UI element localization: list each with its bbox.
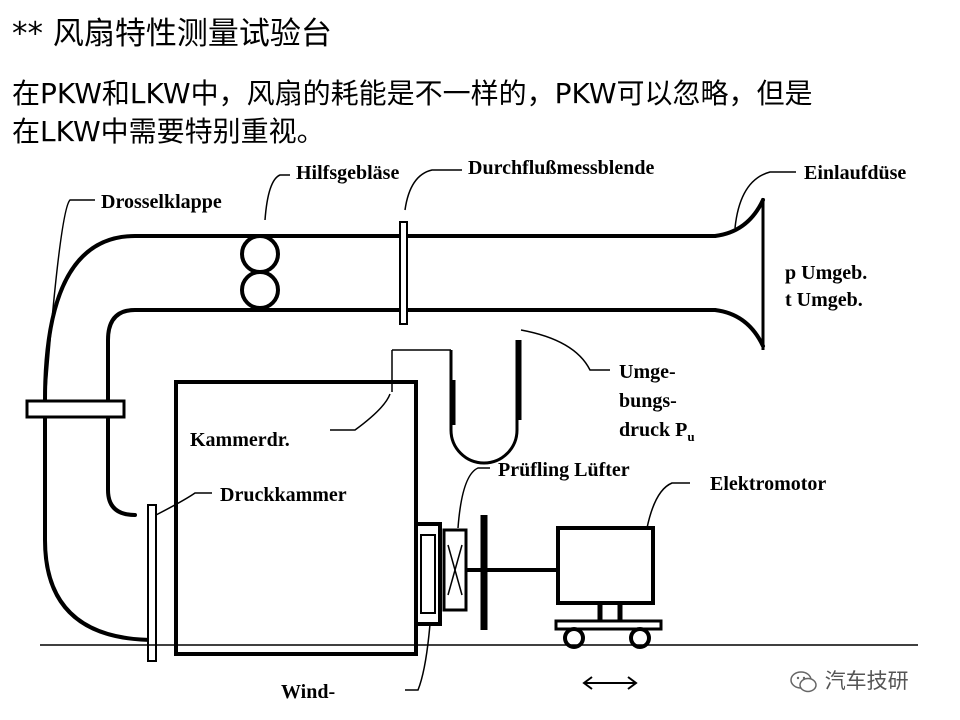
- leader-lines: [44, 169, 796, 691]
- label-p-umgeb: p Umgeb.: [785, 262, 868, 284]
- auxiliary-blower: [240, 234, 280, 310]
- label-bungs: bungs-: [619, 390, 677, 412]
- label-druck-pu: druck Pu: [619, 420, 695, 443]
- label-druck: druck P: [619, 419, 688, 441]
- body-text-line-2: 在LKW中需要特别重视。: [12, 115, 325, 148]
- u-tube-manometer: [449, 340, 522, 465]
- inlet-nozzle-bottom: [713, 308, 765, 348]
- fan-mount-inner: [420, 534, 436, 614]
- watermark: 汽车技研: [790, 665, 909, 695]
- wechat-icon: [790, 671, 817, 693]
- label-hilfsgeblaese: Hilfsgebläse: [296, 162, 400, 184]
- chamber-pressure-line: [391, 349, 451, 392]
- slide-title: ** 风扇特性测量试验台: [12, 16, 332, 52]
- label-druckkammer: Druckkammer: [220, 484, 347, 506]
- pressure-chamber: [174, 380, 418, 656]
- damping-screen: [147, 504, 157, 662]
- label-umge: Umge-: [619, 361, 676, 383]
- inlet-nozzle-top: [713, 198, 765, 238]
- label-einlaufduese: Einlaufdüse: [804, 162, 907, 184]
- motor-cart: [554, 603, 663, 649]
- label-drosselklappe: Drosselklappe: [101, 191, 222, 213]
- label-durchflussmessblende: Durchflußmessblende: [468, 157, 655, 179]
- watermark-text: 汽车技研: [824, 669, 909, 693]
- label-elektromotor: Elektromotor: [710, 473, 827, 495]
- throttle-valve: [25, 399, 126, 419]
- label-t-umgeb: t Umgeb.: [785, 289, 863, 311]
- label-kammerdr: Kammerdr.: [190, 429, 290, 451]
- movement-arrow: [582, 676, 638, 690]
- duct-inner-wall: [106, 308, 717, 517]
- flow-measuring-orifice: [399, 221, 408, 325]
- electric-motor: [556, 526, 655, 605]
- label-druck-subscript: u: [687, 429, 695, 444]
- label-pruefling-luefter: Prüfling Lüfter: [498, 459, 630, 481]
- body-text-line-1: 在PKW和LKW中，风扇的耗能是不一样的，PKW可以忽略，但是: [12, 77, 813, 110]
- label-wind: Wind-: [281, 681, 336, 703]
- fan-mount-plate: [414, 522, 442, 626]
